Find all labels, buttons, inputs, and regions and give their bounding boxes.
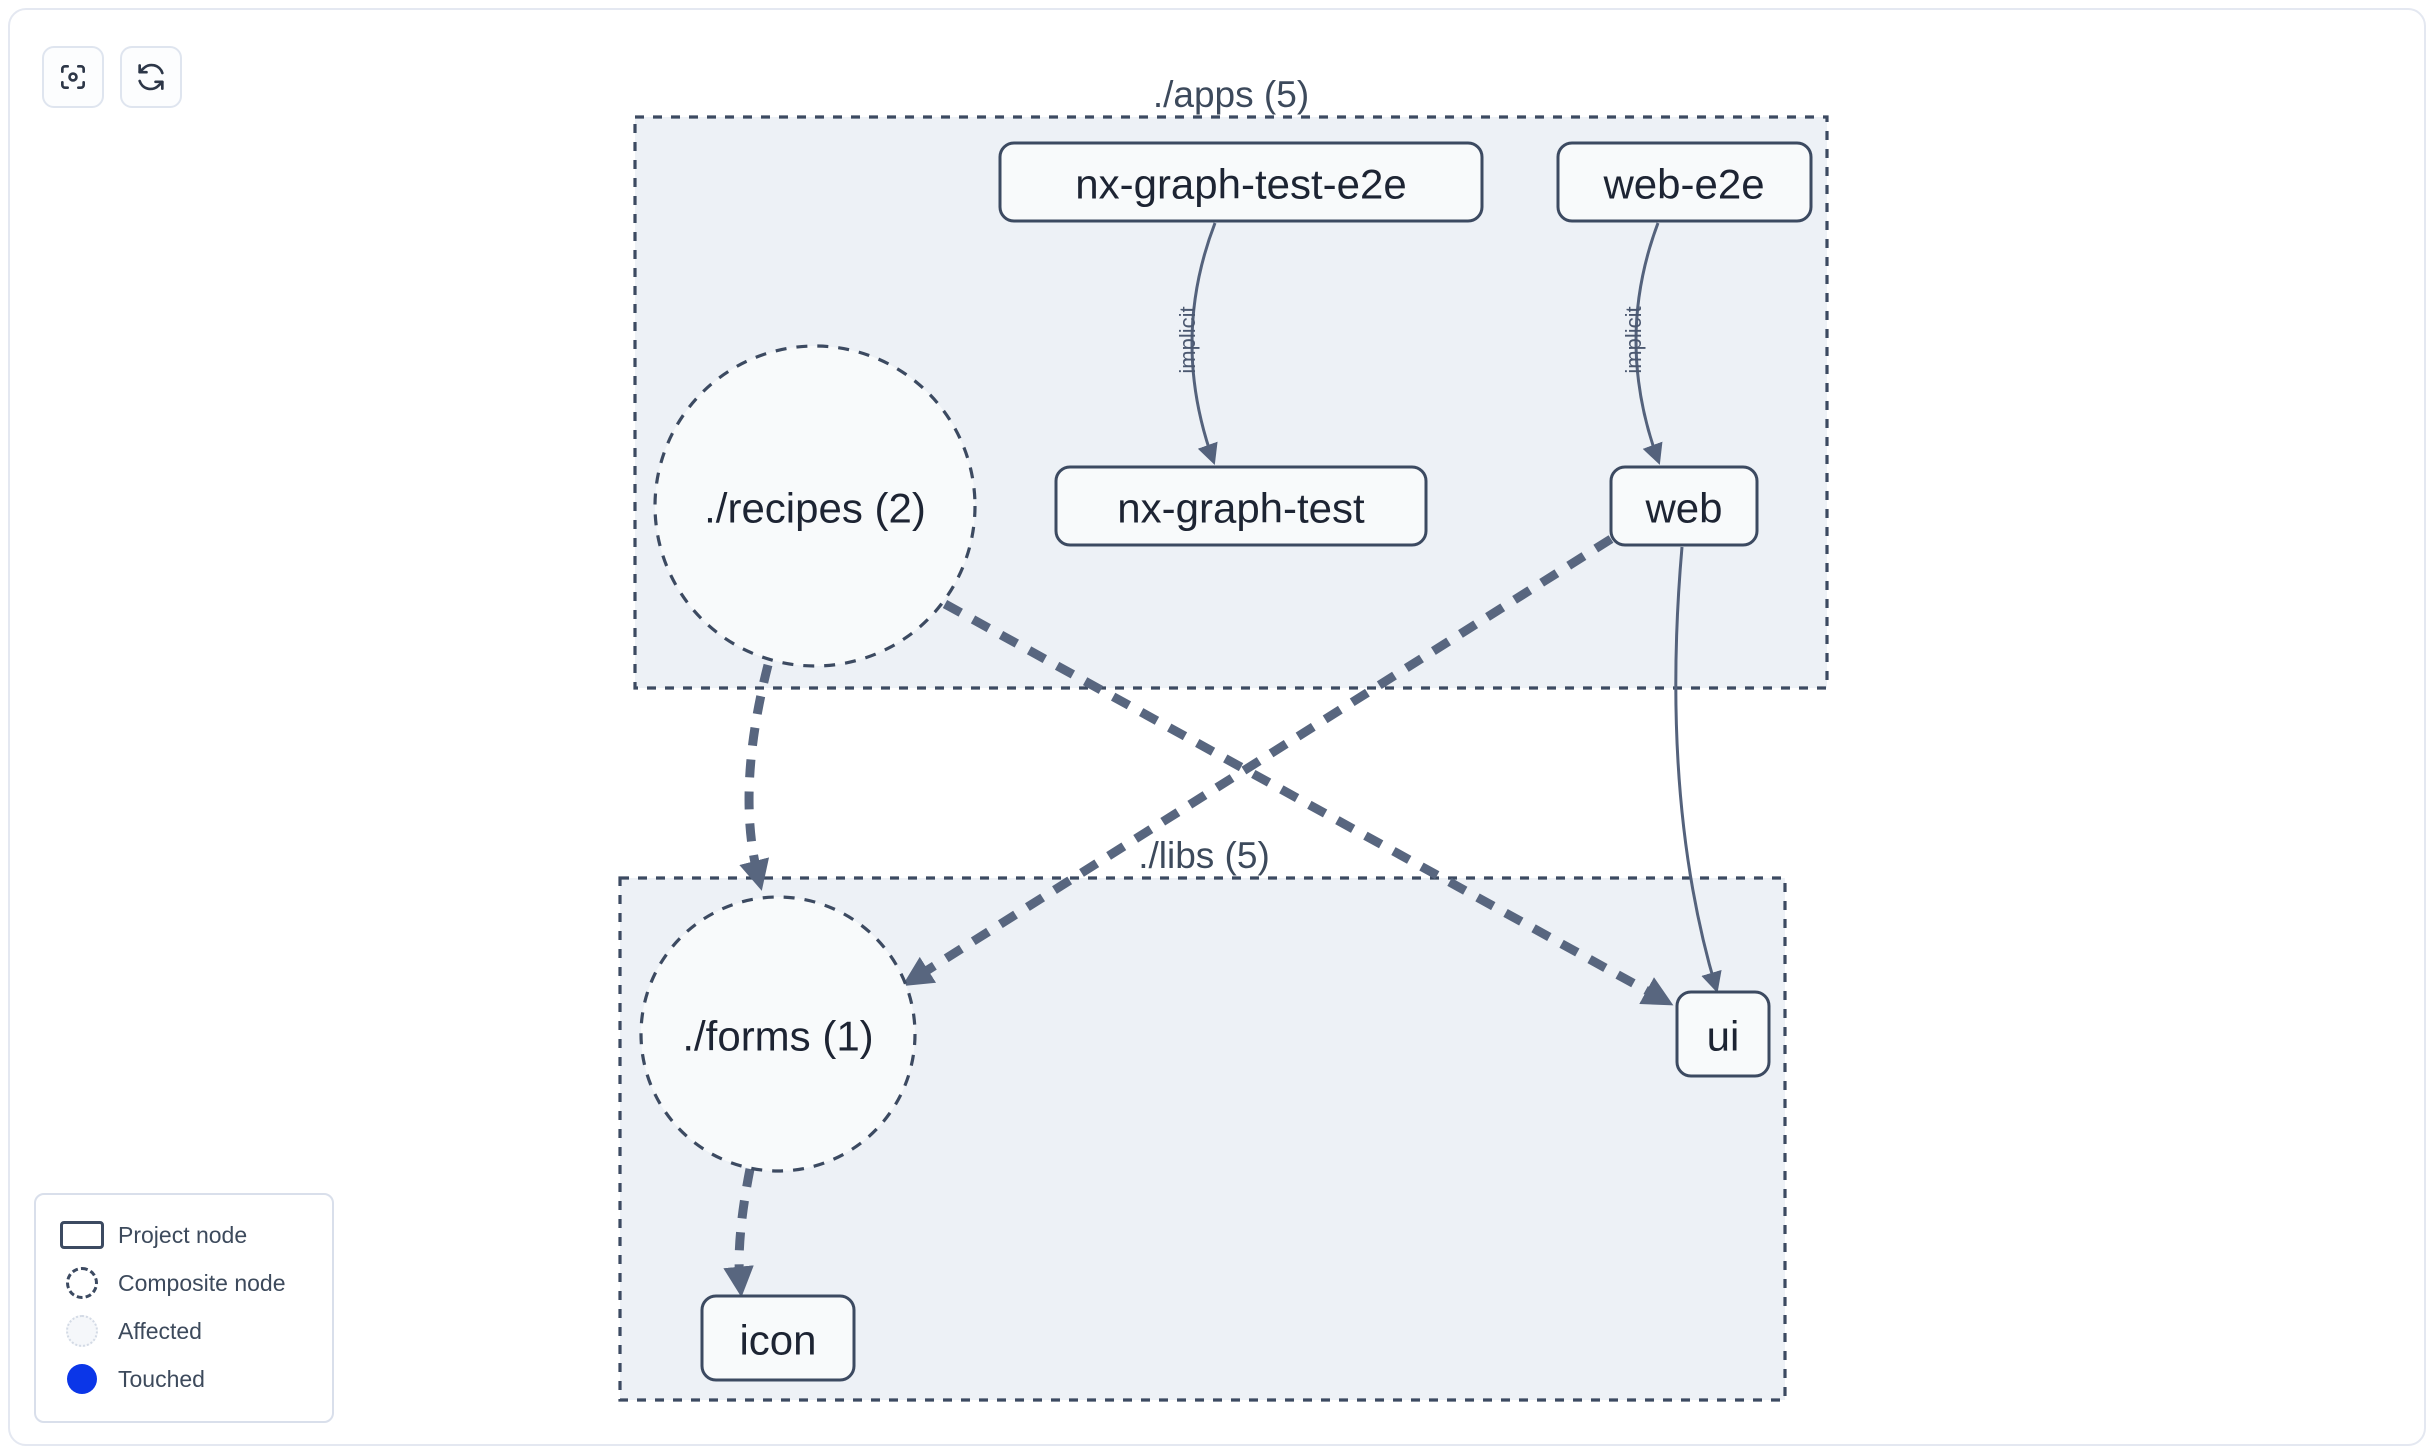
project-graph-canvas[interactable]: ./apps (5) ./libs (5) implicit implicit … (10, 10, 2426, 1446)
node-nx-graph-test-label: nx-graph-test (1117, 485, 1365, 532)
node-ui[interactable]: ui (1675, 990, 1771, 1078)
node-icon[interactable]: icon (700, 1294, 856, 1382)
legend-item-project-node: Project node (54, 1211, 314, 1259)
node-web-e2e-label: web-e2e (1602, 161, 1764, 208)
node-icon-label: icon (739, 1317, 816, 1364)
refresh-graph-button[interactable] (120, 46, 182, 108)
edge-forms-to-icon[interactable] (723, 1168, 755, 1298)
node-nx-graph-test-e2e-shape[interactable] (998, 141, 1484, 223)
legend-item-affected: Affected (54, 1307, 314, 1355)
affected-node-icon (54, 1315, 110, 1347)
node-nx-graph-test-shape[interactable] (1054, 465, 1428, 547)
legend-label-affected: Affected (118, 1317, 202, 1344)
focus-graph-button[interactable] (42, 46, 104, 108)
legend-label-touched: Touched (118, 1365, 205, 1392)
node-recipes-shape[interactable] (653, 344, 977, 668)
node-ui-label: ui (1707, 1013, 1740, 1060)
node-nx-graph-test-e2e-label: nx-graph-test-e2e (1075, 161, 1407, 208)
focus-target-icon (57, 61, 89, 93)
project-node-icon (54, 1221, 110, 1249)
node-icon-shape[interactable] (700, 1294, 856, 1382)
graph-app-shell: ./apps (5) ./libs (5) implicit implicit … (8, 8, 2426, 1446)
node-ui-shape[interactable] (1675, 990, 1771, 1078)
edge-label-implicit-2: implicit (1621, 306, 1646, 373)
node-nx-graph-test[interactable]: nx-graph-test (1054, 465, 1428, 547)
refresh-icon (135, 61, 167, 93)
legend-label-project-node: Project node (118, 1221, 248, 1248)
node-web-shape[interactable] (1609, 465, 1759, 547)
composite-node-icon (54, 1267, 110, 1299)
edge-nxgraphteste2e-to-nxgraphtest[interactable] (1190, 222, 1218, 465)
edge-recipes-to-ui[interactable] (942, 600, 1674, 1006)
group-libs-label: ./libs (5) (1138, 835, 1270, 876)
group-apps-label: ./apps (5) (1153, 74, 1309, 115)
node-recipes[interactable]: ./recipes (2) (653, 344, 977, 668)
legend-item-touched: Touched (54, 1355, 314, 1403)
graph-edges: implicit implicit (723, 222, 1722, 1298)
node-recipes-label: ./recipes (2) (704, 485, 926, 532)
node-forms-shape[interactable] (639, 895, 917, 1173)
node-nx-graph-test-e2e[interactable]: nx-graph-test-e2e (998, 141, 1484, 223)
edge-web-to-forms[interactable] (902, 535, 1614, 987)
edge-webe2e-to-web[interactable] (1634, 222, 1663, 465)
legend-label-composite-node: Composite node (118, 1269, 286, 1296)
graph-toolbar (42, 46, 182, 108)
node-forms[interactable]: ./forms (1) (639, 895, 917, 1173)
node-web[interactable]: web (1609, 465, 1759, 547)
node-web-e2e[interactable]: web-e2e (1556, 141, 1813, 223)
edge-web-to-ui[interactable] (1674, 546, 1722, 994)
edge-label-implicit-1: implicit (1175, 306, 1200, 373)
node-forms-label: ./forms (1) (682, 1013, 873, 1060)
edge-recipes-to-forms[interactable] (739, 663, 773, 891)
node-web-label: web (1644, 485, 1722, 532)
node-web-e2e-shape[interactable] (1556, 141, 1813, 223)
graph-legend: Project node Composite node Affected Tou… (34, 1193, 334, 1423)
touched-node-icon (54, 1364, 110, 1394)
legend-item-composite-node: Composite node (54, 1259, 314, 1307)
graph-nodes: nx-graph-test-e2e web-e2e ./recipes (2) … (639, 141, 1813, 1382)
